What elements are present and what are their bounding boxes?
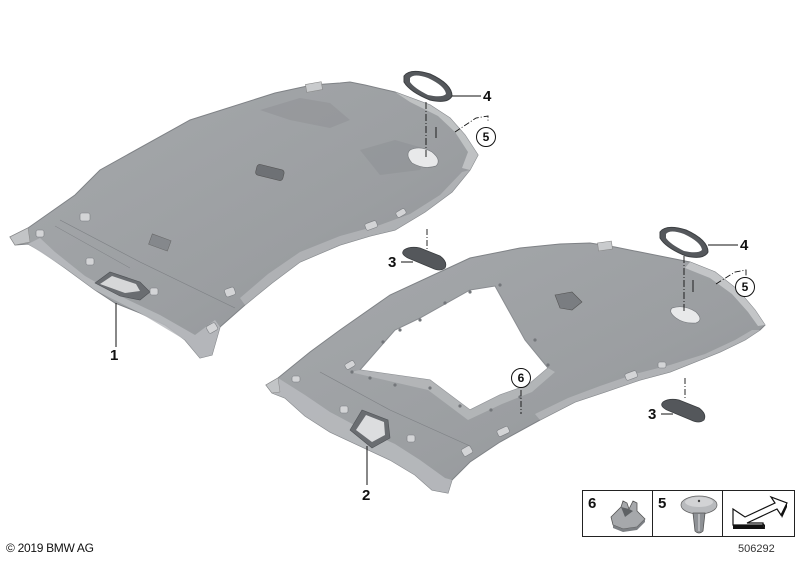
cover-part-3b[interactable] (661, 398, 706, 423)
callout-6[interactable]: 6 (511, 368, 531, 388)
callout-1[interactable]: 1 (110, 347, 119, 364)
headliner-without-sunroof[interactable] (9, 81, 479, 359)
copyright-text: © 2019 BMW AG (6, 541, 94, 555)
legend-label: 6 (588, 495, 597, 512)
legend-label: 5 (658, 495, 667, 512)
document-number: 506292 (738, 543, 775, 555)
callout-3a[interactable]: 3 (388, 254, 397, 271)
callout-5b[interactable]: 5 (735, 277, 755, 297)
callout-4b[interactable]: 4 (740, 237, 749, 254)
callout-2[interactable]: 2 (362, 487, 371, 504)
leader-line (454, 115, 489, 133)
cover-part-3a[interactable] (402, 246, 447, 271)
parts-legend: 6 5 (582, 490, 795, 537)
clip-icon (610, 500, 646, 532)
legend-item-clip[interactable]: 6 (583, 491, 653, 536)
legend-item-expanding-rivet[interactable]: 5 (653, 491, 723, 536)
leader-line (715, 269, 747, 285)
headliner-with-sunroof[interactable] (265, 240, 766, 494)
seal-frame-part-4a[interactable] (403, 70, 453, 102)
callout-3b[interactable]: 3 (648, 406, 657, 423)
seal-frame-part-4b[interactable] (659, 226, 709, 258)
callout-5a[interactable]: 5 (476, 127, 496, 147)
direction-arrow-icon (732, 495, 788, 529)
expanding-rivet-icon (680, 495, 718, 534)
legend-item-direction[interactable] (723, 491, 794, 536)
callout-4a[interactable]: 4 (483, 88, 492, 105)
